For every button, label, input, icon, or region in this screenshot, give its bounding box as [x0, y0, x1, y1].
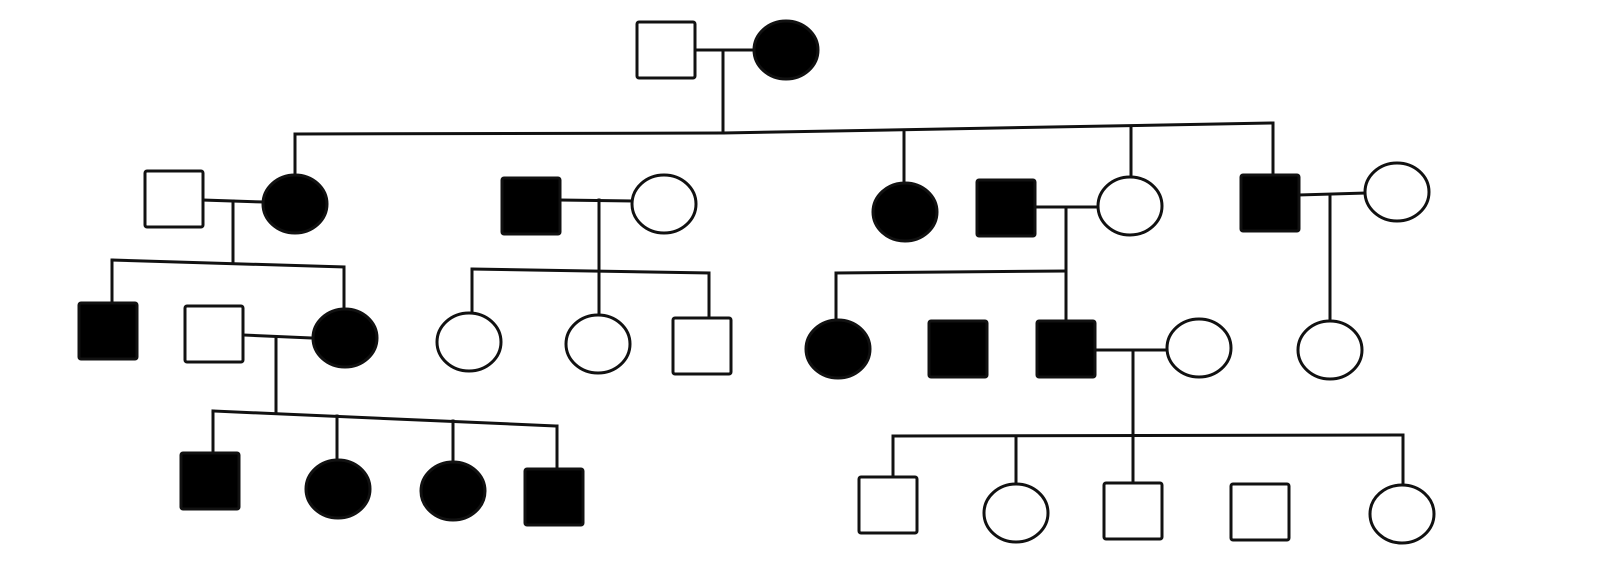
- pedigree-line: [211, 409, 559, 428]
- unaffected-male-symbol: [143, 169, 205, 229]
- affected-female-symbol: [419, 460, 487, 522]
- unaffected-female-symbol: [1363, 161, 1431, 223]
- affected-male-symbol: [1035, 319, 1097, 379]
- pedigree-line: [293, 121, 1275, 136]
- unaffected-female-symbol: [982, 482, 1050, 544]
- unaffected-male-symbol: [183, 304, 245, 364]
- unaffected-male-symbol: [1229, 482, 1291, 542]
- pedigree-line: [110, 258, 346, 269]
- affected-female-symbol: [804, 318, 872, 380]
- unaffected-male-symbol: [857, 475, 919, 535]
- pedigree-line: [558, 198, 634, 203]
- unaffected-male-symbol: [1102, 481, 1164, 541]
- pedigree-lines: [110, 48, 1405, 487]
- unaffected-female-symbol: [435, 311, 503, 373]
- pedigree-line: [1297, 191, 1367, 197]
- unaffected-male-symbol: [671, 316, 733, 376]
- pedigree-line: [470, 267, 711, 275]
- affected-female-symbol: [871, 181, 939, 243]
- affected-female-symbol: [304, 458, 372, 520]
- pedigree-line: [834, 269, 1068, 275]
- affected-male-symbol: [975, 178, 1037, 238]
- affected-male-symbol: [927, 319, 989, 379]
- affected-male-symbol: [179, 451, 241, 511]
- unaffected-female-symbol: [1165, 317, 1233, 379]
- affected-male-symbol: [500, 176, 562, 236]
- affected-male-symbol: [1239, 173, 1301, 233]
- affected-female-symbol: [311, 307, 379, 369]
- unaffected-female-symbol: [1368, 483, 1436, 545]
- affected-male-symbol: [77, 301, 139, 361]
- unaffected-female-symbol: [564, 313, 632, 375]
- unaffected-female-symbol: [1296, 319, 1364, 381]
- affected-male-symbol: [523, 467, 585, 527]
- pedigree-individuals: [77, 19, 1436, 545]
- unaffected-female-symbol: [1096, 175, 1164, 237]
- unaffected-female-symbol: [630, 173, 698, 235]
- affected-female-symbol: [752, 19, 820, 81]
- pedigree-line: [241, 333, 315, 340]
- affected-female-symbol: [261, 173, 329, 235]
- unaffected-male-symbol: [635, 20, 697, 80]
- pedigree-line: [891, 433, 1405, 438]
